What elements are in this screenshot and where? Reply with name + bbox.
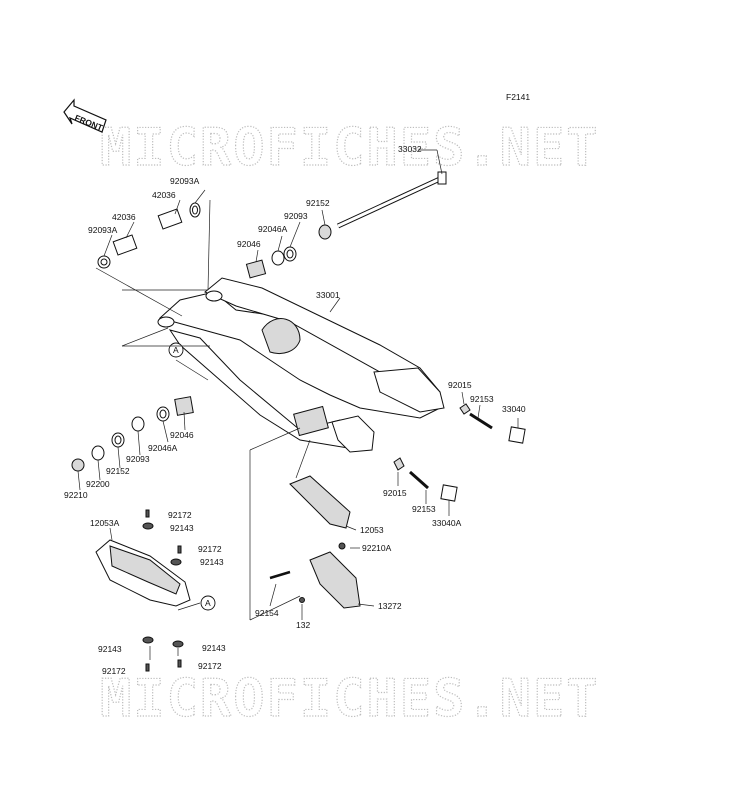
ref-callout-a-upper: A	[168, 342, 184, 358]
swingarm-body	[157, 277, 445, 453]
label-92172-d: 92172	[198, 661, 222, 671]
part-labels: 33032 92093A 42036 42036 92093A 92152 92…	[64, 144, 526, 676]
label-92046-low: 92046	[170, 430, 194, 440]
label-33001: 33001	[316, 290, 340, 300]
label-92172-a: 92172	[168, 510, 192, 520]
svg-text:A: A	[173, 345, 179, 355]
label-92046A-low: 92046A	[148, 443, 178, 453]
chain-guide	[269, 542, 361, 609]
label-92143-b: 92143	[200, 557, 224, 567]
front-arrow-icon: FRONT	[63, 98, 107, 133]
figure-code: F2141	[506, 92, 530, 102]
label-92093-top: 92093	[284, 211, 308, 221]
label-12053A: 12053A	[90, 518, 120, 528]
label-92153-right: 92153	[470, 394, 494, 404]
label-92172-c: 92172	[102, 666, 126, 676]
label-92152-top: 92152	[306, 198, 330, 208]
label-42036-top: 42036	[152, 190, 176, 200]
label-92143-d: 92143	[202, 643, 226, 653]
label-92046A-top: 92046A	[258, 224, 288, 234]
chain-slider	[289, 475, 351, 529]
label-92153-mid: 92153	[412, 504, 436, 514]
leader-lines	[77, 149, 519, 660]
label-92210A: 92210A	[362, 543, 392, 553]
label-12053: 12053	[360, 525, 384, 535]
label-92143-a: 92143	[170, 523, 194, 533]
label-33040: 33040	[502, 404, 526, 414]
label-92015-mid: 92015	[383, 488, 407, 498]
label-13272: 13272	[378, 601, 402, 611]
lower-guard-12053A	[95, 509, 191, 672]
lower-bushings	[71, 396, 194, 472]
watermark-top: MICROFICHES.NET	[100, 118, 600, 178]
label-92093A-left: 92093A	[88, 225, 118, 235]
label-92093-low: 92093	[126, 454, 150, 464]
label-92046-top: 92046	[237, 239, 261, 249]
label-92200: 92200	[86, 479, 110, 489]
label-92152-low: 92152	[106, 466, 130, 476]
label-92093A-top: 92093A	[170, 176, 200, 186]
label-42036: 42036	[112, 212, 136, 222]
label-33032: 33032	[398, 144, 422, 154]
label-92172-b: 92172	[198, 544, 222, 554]
pivot-shaft	[336, 171, 447, 229]
label-92154: 92154	[255, 608, 279, 618]
chain-adjusters	[393, 403, 526, 502]
label-92015-right: 92015	[448, 380, 472, 390]
label-33040A: 33040A	[432, 518, 462, 528]
svg-text:A: A	[205, 598, 211, 608]
label-132: 132	[296, 620, 310, 630]
ref-callout-a-lower: A	[200, 595, 216, 611]
label-92143-c: 92143	[98, 644, 122, 654]
label-92210: 92210	[64, 490, 88, 500]
watermark-bottom: MICROFICHES.NET	[100, 669, 600, 729]
